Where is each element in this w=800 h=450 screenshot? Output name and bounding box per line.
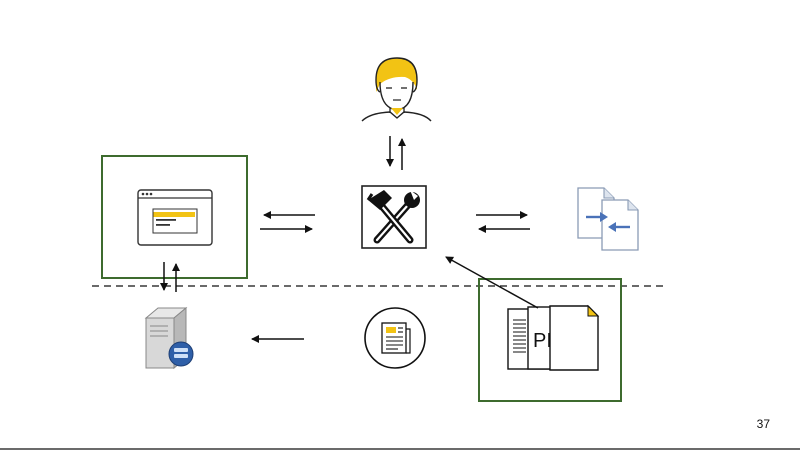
newspaper-icon: [364, 307, 426, 369]
pdf-pages-icon: PI: [507, 304, 600, 371]
page-number: 37: [756, 417, 770, 431]
arrow-browser-server: [160, 262, 180, 292]
pdf-label: PI: [533, 330, 552, 352]
bottom-rule: [0, 448, 800, 450]
server-database-icon: [144, 306, 194, 370]
user-avatar-icon: [361, 57, 432, 122]
pdf-frame: [478, 278, 622, 402]
arrow-tools-documents: [476, 211, 530, 233]
document-compare-icon: [577, 187, 639, 251]
arrow-user-tools: [386, 136, 406, 170]
arrow-pdf-tools: [445, 256, 539, 309]
browser-frame: [101, 155, 248, 279]
hammer-wrench-icon: [361, 185, 427, 249]
browser-window-icon: [137, 189, 213, 246]
arrow-browser-tools: [260, 211, 315, 233]
